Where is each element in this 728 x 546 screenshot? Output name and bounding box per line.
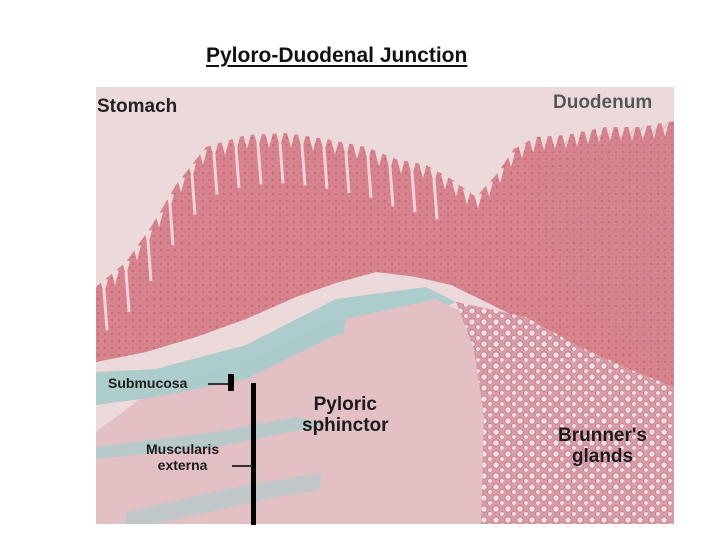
gastric-pit xyxy=(168,204,175,246)
label-muscularis-externa: Muscularis externa xyxy=(146,441,220,473)
muscularis-pointer-line xyxy=(232,465,252,467)
villus-gap xyxy=(276,132,284,148)
gastric-folds xyxy=(102,143,439,331)
gastric-pit xyxy=(190,174,197,215)
villus-gap xyxy=(309,136,317,152)
villus-gap xyxy=(221,140,229,156)
villus-gap xyxy=(419,163,427,179)
villus-gap xyxy=(155,212,163,228)
submucosa-pointer-line xyxy=(208,383,228,385)
label-brunners-glands: Brunner's glands xyxy=(558,425,647,468)
gastric-pit xyxy=(146,241,153,282)
villus-gap xyxy=(287,132,295,148)
villus-gap xyxy=(232,137,240,152)
villus-gap xyxy=(386,155,394,171)
gastric-pit xyxy=(212,154,219,195)
villus-gap xyxy=(199,149,207,165)
label-muscularis-line1: Muscularis xyxy=(146,441,220,457)
label-brunners-line1: Brunner's xyxy=(558,425,647,446)
villus-gap xyxy=(243,133,251,149)
villi-fringe xyxy=(100,121,669,295)
villus-gap xyxy=(166,194,174,210)
villus-gap xyxy=(452,181,460,197)
villus-gap xyxy=(210,143,218,159)
villus-gap xyxy=(298,134,306,150)
villus-gap xyxy=(375,151,383,167)
gastric-pit xyxy=(344,152,351,194)
villus-gap xyxy=(584,129,592,145)
label-pyloric-line2: sphinctor xyxy=(302,415,389,437)
gastric-pit xyxy=(278,143,285,184)
label-brunners-line2: glands xyxy=(571,446,634,468)
label-stomach: Stomach xyxy=(97,96,178,117)
villus-gap xyxy=(529,137,537,153)
gastric-pit xyxy=(102,290,109,331)
villus-gap xyxy=(177,177,185,193)
villus-gap xyxy=(342,142,350,157)
villus-gap xyxy=(254,133,262,149)
submucosa-band-lower xyxy=(96,417,326,459)
villus-gap xyxy=(540,135,548,151)
villus-gap xyxy=(188,163,196,179)
label-pyloric-line1: Pyloric xyxy=(313,394,377,415)
villus-gap xyxy=(100,279,108,295)
submucosa-bracket xyxy=(228,374,234,391)
villus-gap xyxy=(265,132,273,148)
gastric-pit xyxy=(256,144,263,185)
villus-gap xyxy=(364,146,372,162)
tissue-illustration xyxy=(96,87,674,524)
villus-gap xyxy=(518,143,526,159)
villus-gap xyxy=(551,134,559,150)
label-duodenum: Duodenum xyxy=(553,92,653,113)
villus-gap xyxy=(397,159,405,174)
brunners-glands-texture xyxy=(456,302,674,524)
villus-gap xyxy=(430,168,438,184)
villus-gap xyxy=(485,181,493,197)
pyloric-muscle xyxy=(316,299,486,524)
villus-gap xyxy=(144,230,152,246)
duodenal-streaks xyxy=(536,121,674,377)
label-muscularis-line2: externa xyxy=(157,456,208,473)
gastric-pit xyxy=(124,271,131,313)
villus-gap xyxy=(122,261,130,276)
label-pyloric-sphinctor: Pyloric sphinctor xyxy=(302,394,389,437)
villus-gap xyxy=(507,152,515,168)
villus-gap xyxy=(353,144,361,160)
gastric-pit xyxy=(432,179,439,220)
gastric-pit xyxy=(300,145,307,186)
gastric-pit xyxy=(388,166,395,207)
villus-gap xyxy=(496,168,504,184)
villus-gap xyxy=(595,127,603,143)
villus-gap xyxy=(331,139,339,155)
muscularis-bracket xyxy=(251,383,256,525)
label-submucosa: Submucosa xyxy=(108,375,188,391)
gastric-pit xyxy=(366,157,373,198)
villus-gap xyxy=(441,174,449,190)
gastric-pit xyxy=(234,147,241,189)
gastric-pit xyxy=(410,172,417,213)
villus-gap xyxy=(133,245,141,261)
slide-title: Pyloro-Duodenal Junction xyxy=(206,44,468,67)
villus-gap xyxy=(463,189,471,205)
villus-gap xyxy=(408,161,416,177)
villus-gap xyxy=(474,193,482,209)
villus-gap xyxy=(320,137,328,153)
villus-gap xyxy=(111,270,119,286)
histology-micrograph xyxy=(96,87,674,524)
gastric-pit xyxy=(322,148,329,189)
